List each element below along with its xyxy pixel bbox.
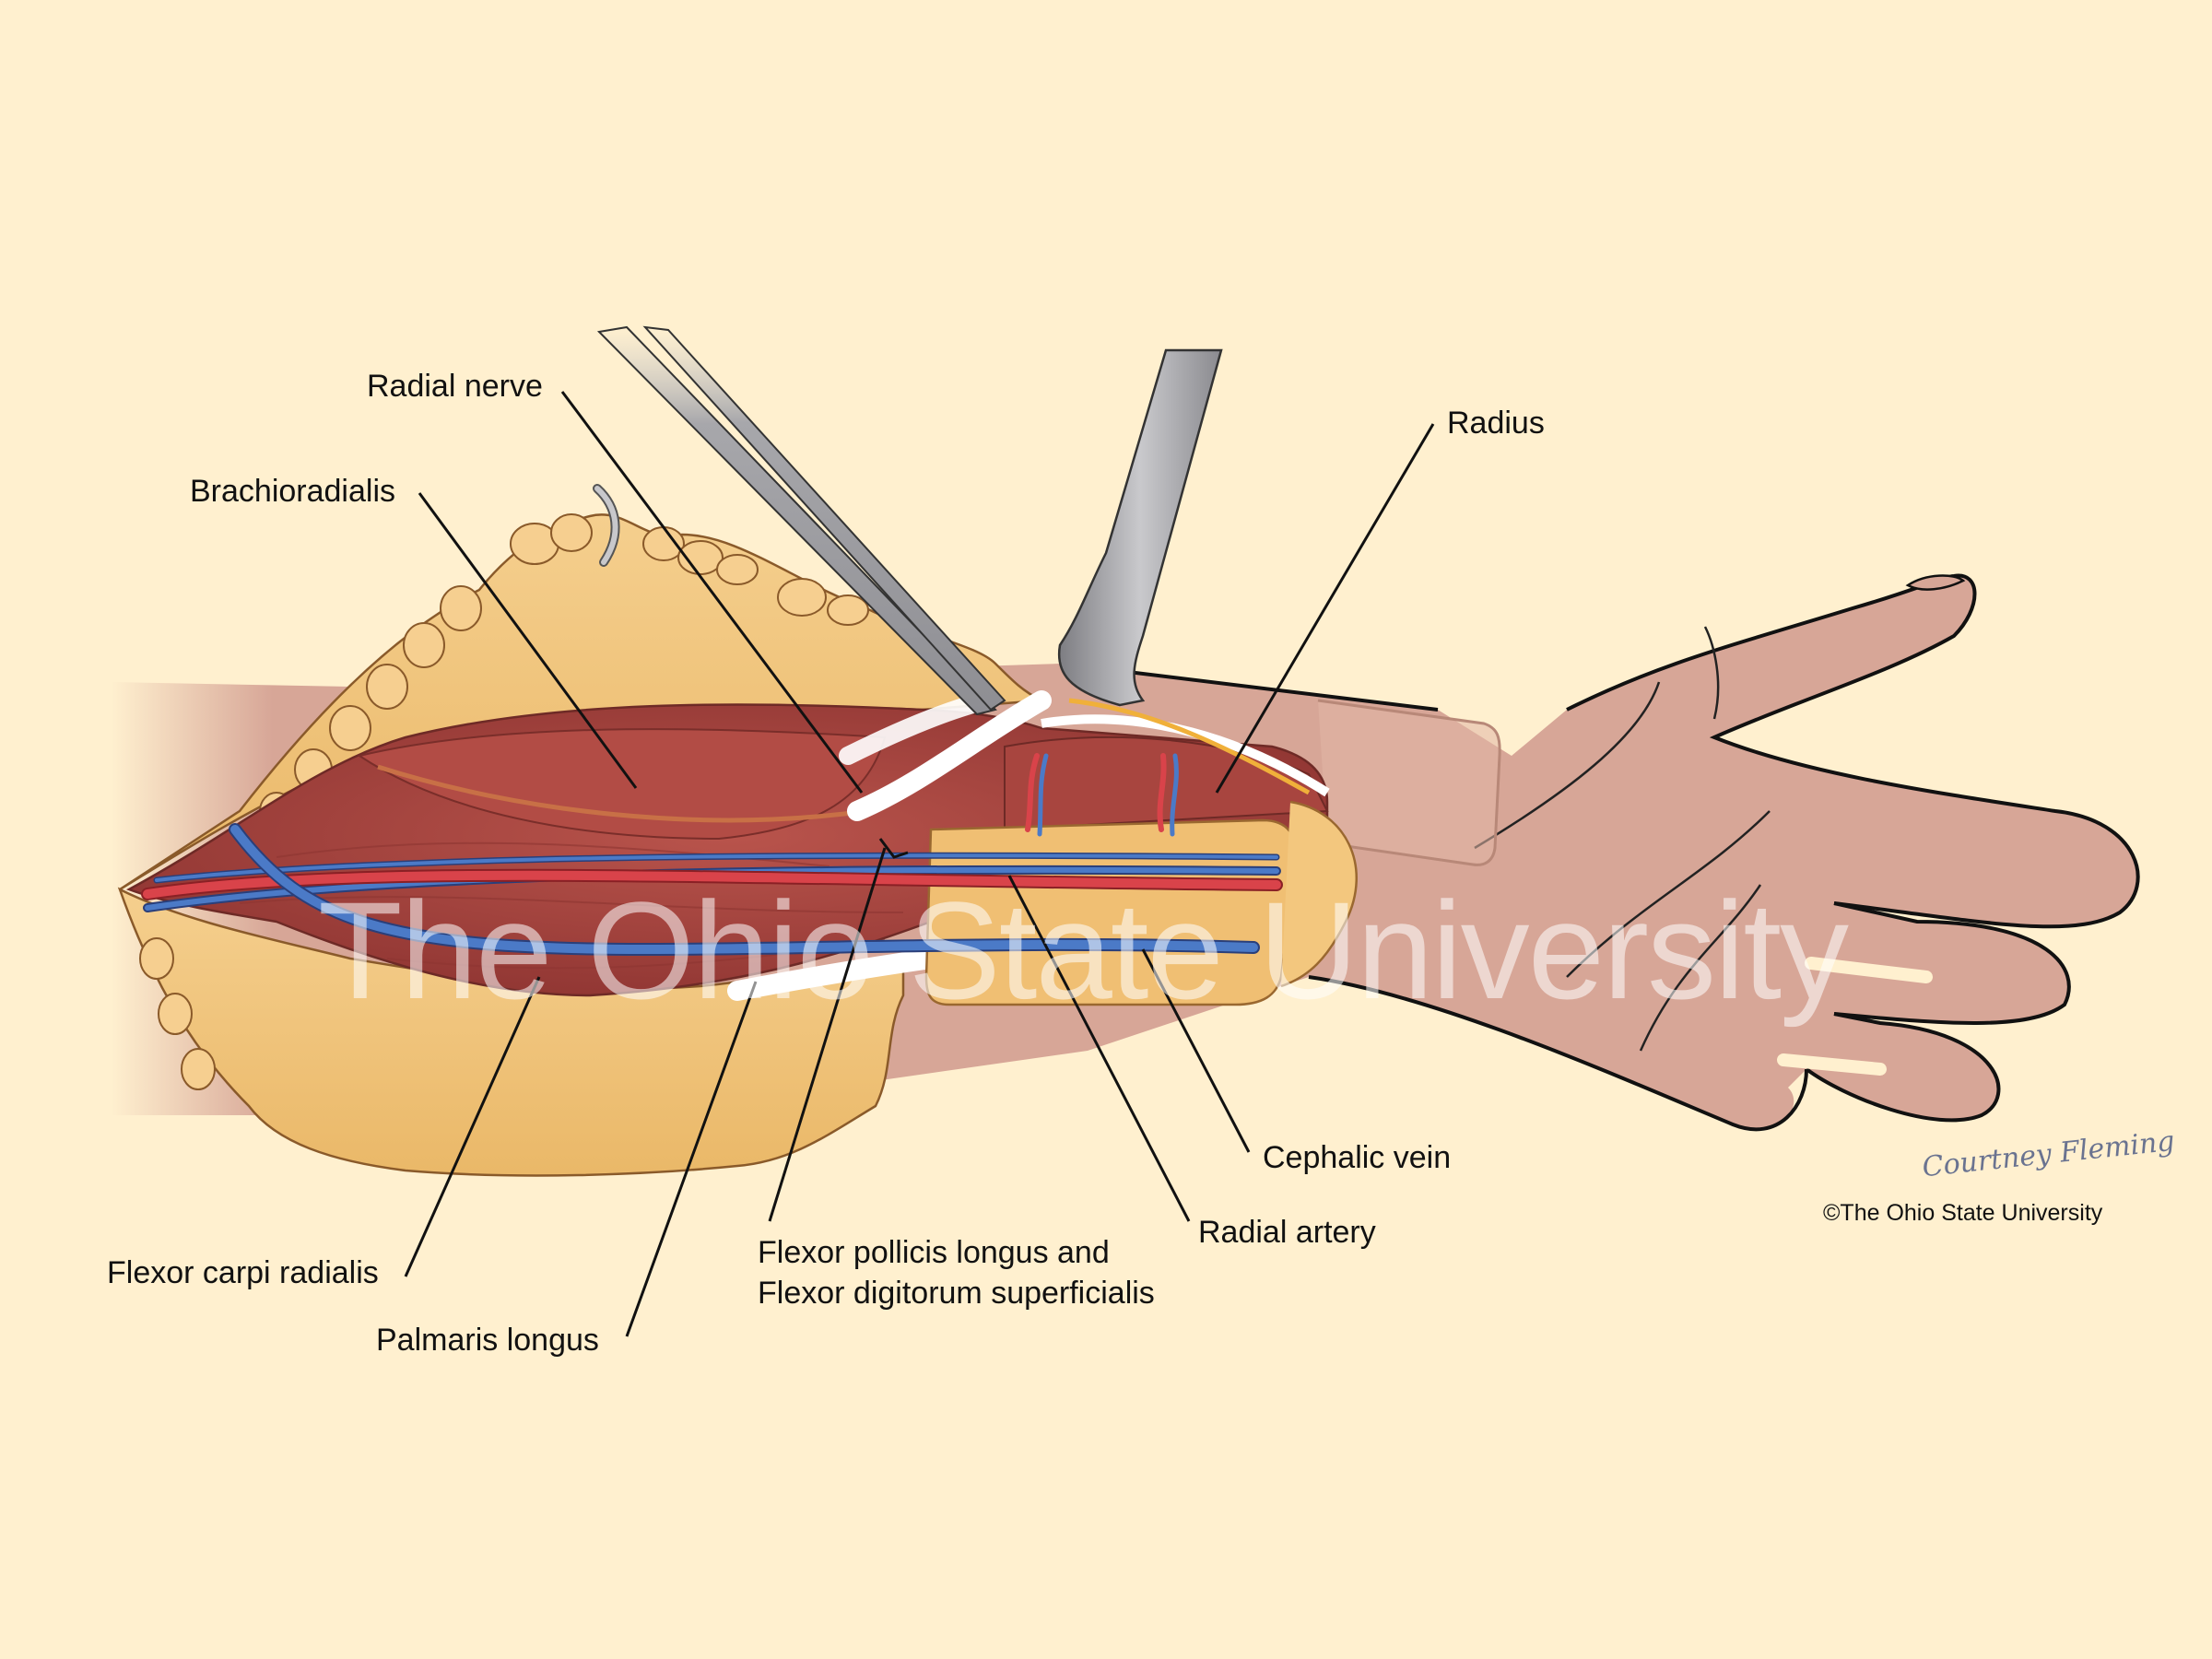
cephalic-vein xyxy=(230,825,1258,955)
label-radial-artery: Radial artery xyxy=(1198,1215,1376,1250)
label-flexor-carpi-radialis: Flexor carpi radialis xyxy=(107,1255,379,1290)
retractor-instrument xyxy=(1057,348,1223,707)
label-cephalic-vein: Cephalic vein xyxy=(1263,1140,1452,1175)
leader-lines xyxy=(404,391,1435,1337)
label-fpl-line1: Flexor pollicis longus and xyxy=(758,1235,1110,1270)
label-brachioradialis: Brachioradialis xyxy=(190,474,395,509)
label-radius: Radius xyxy=(1447,406,1545,441)
copyright-notice: ©The Ohio State University xyxy=(1823,1200,2103,1226)
watermark: The Ohio State University xyxy=(318,873,1849,1028)
suture-hook xyxy=(593,484,620,567)
label-palmaris-longus: Palmaris longus xyxy=(376,1323,599,1358)
vessels xyxy=(141,753,1283,957)
label-fds-line2: Flexor digitorum superficialis xyxy=(758,1276,1155,1311)
skin-flaps xyxy=(117,513,1046,1177)
radial-artery xyxy=(143,870,1281,899)
forceps-instrument xyxy=(596,325,1006,716)
label-radial-nerve: Radial nerve xyxy=(367,369,543,404)
